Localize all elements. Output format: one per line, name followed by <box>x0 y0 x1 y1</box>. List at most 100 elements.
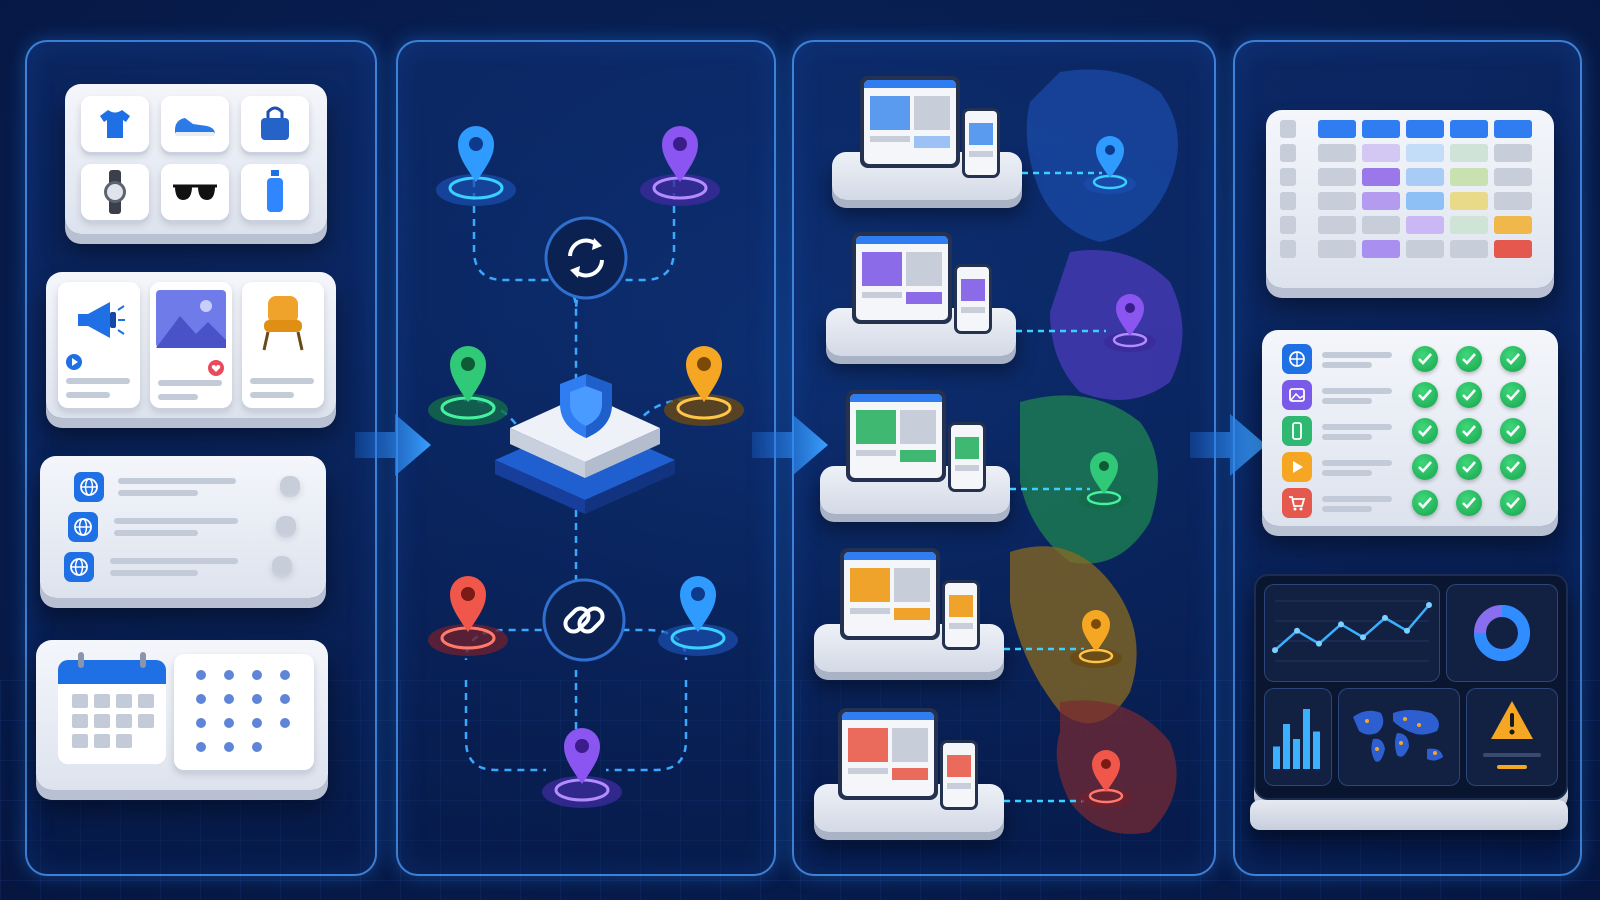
check-icon <box>1456 490 1482 516</box>
flow-arrow-2 <box>752 414 828 476</box>
laptop-screen <box>860 76 960 168</box>
content-tile <box>150 282 232 408</box>
donut-chart <box>1474 605 1530 661</box>
table-row-handle <box>1280 168 1296 186</box>
table-cell <box>1406 192 1444 210</box>
list-item-line <box>110 558 238 564</box>
check-icon <box>1456 418 1482 444</box>
list-item-line <box>114 518 238 524</box>
phone-screen <box>954 264 992 334</box>
data-table-card <box>1266 110 1554 288</box>
table-cell <box>1494 144 1532 162</box>
globe-icon <box>64 552 94 582</box>
bottle-icon <box>267 170 283 212</box>
globe-icon <box>1282 344 1312 374</box>
video-icon <box>66 354 82 370</box>
list-item-line <box>118 490 198 496</box>
product-tile <box>81 164 149 220</box>
region-connector <box>1016 329 1106 333</box>
world-map-tile <box>1338 688 1460 786</box>
line-point <box>1404 627 1410 634</box>
check-icon <box>1412 382 1438 408</box>
check-icon <box>1412 418 1438 444</box>
table-header-cell <box>1450 120 1488 138</box>
region-connector <box>1004 647 1084 651</box>
channel-row-line <box>1322 424 1392 430</box>
line-point <box>1272 647 1278 654</box>
channel-row-line <box>1322 434 1372 440</box>
location-pin-green <box>428 346 508 426</box>
table-cell <box>1494 240 1532 258</box>
check-icon <box>1500 454 1526 480</box>
product-catalog-card <box>65 84 327 234</box>
laptop-screen <box>846 390 946 482</box>
content-tile <box>58 282 140 408</box>
donut-segment <box>1474 605 1530 661</box>
product-tile <box>81 96 149 152</box>
table-cell <box>1450 168 1488 186</box>
table-row-handle <box>1280 192 1296 210</box>
location-pin-blue <box>436 126 516 206</box>
phone-screen <box>942 580 980 650</box>
line-chart <box>1272 600 1432 662</box>
globe-icon <box>74 472 104 502</box>
location-pin-purple <box>640 126 720 206</box>
table-cell <box>1362 144 1400 162</box>
table-cell <box>1318 240 1356 258</box>
phone-screen <box>948 422 986 492</box>
list-item-line <box>110 570 198 576</box>
bar <box>1283 724 1290 769</box>
product-tile <box>161 164 229 220</box>
mobile-icon <box>1282 416 1312 446</box>
flow-arrow-1 <box>355 414 431 476</box>
check-icon <box>1456 346 1482 372</box>
website-list-card <box>40 456 326 598</box>
handbag-icon <box>261 106 289 140</box>
table-cell <box>1318 192 1356 210</box>
line-point <box>1316 640 1322 647</box>
line-point <box>1426 602 1432 608</box>
table-cell <box>1450 240 1488 258</box>
content-media-card <box>46 272 336 418</box>
channel-row-line <box>1322 362 1372 368</box>
channel-row-line <box>1322 388 1392 394</box>
location-pin-red <box>1080 750 1132 808</box>
table-cell <box>1362 168 1400 186</box>
check-icon <box>1500 382 1526 408</box>
check-icon <box>1500 490 1526 516</box>
channel-row-line <box>1322 506 1372 512</box>
location-pin-blue <box>658 576 738 656</box>
check-icon <box>1500 346 1526 372</box>
alert-tile <box>1466 688 1558 786</box>
table-cell <box>1406 144 1444 162</box>
laptop-screen <box>852 232 952 324</box>
analytics-dashboard <box>1254 574 1568 800</box>
schedule-dots-panel <box>174 654 314 770</box>
check-icon <box>1412 346 1438 372</box>
table-row-handle <box>1280 120 1296 138</box>
image-icon <box>1282 380 1312 410</box>
warning-icon <box>1491 701 1533 739</box>
table-cell <box>1406 240 1444 258</box>
location-pin-purple <box>1104 294 1156 352</box>
globe-icon <box>68 512 98 542</box>
table-cell <box>1494 192 1532 210</box>
channel-checklist-card <box>1262 330 1558 526</box>
location-pin-purple <box>542 728 622 808</box>
bar <box>1303 709 1310 769</box>
region-connector <box>1010 487 1090 491</box>
bar <box>1293 739 1300 769</box>
table-cell <box>1406 216 1444 234</box>
calendar-icon <box>58 652 166 764</box>
donut-chart-tile <box>1446 584 1558 682</box>
location-pin-orange <box>1070 610 1122 668</box>
table-cell <box>1406 168 1444 186</box>
flow-arrow-3 <box>1190 414 1266 476</box>
line-point <box>1360 634 1366 641</box>
tshirt-icon <box>100 110 130 138</box>
check-icon <box>1456 382 1482 408</box>
channel-row-line <box>1322 352 1392 358</box>
location-pin-orange <box>664 346 744 426</box>
sync-icon <box>544 216 628 300</box>
table-cell <box>1362 192 1400 210</box>
